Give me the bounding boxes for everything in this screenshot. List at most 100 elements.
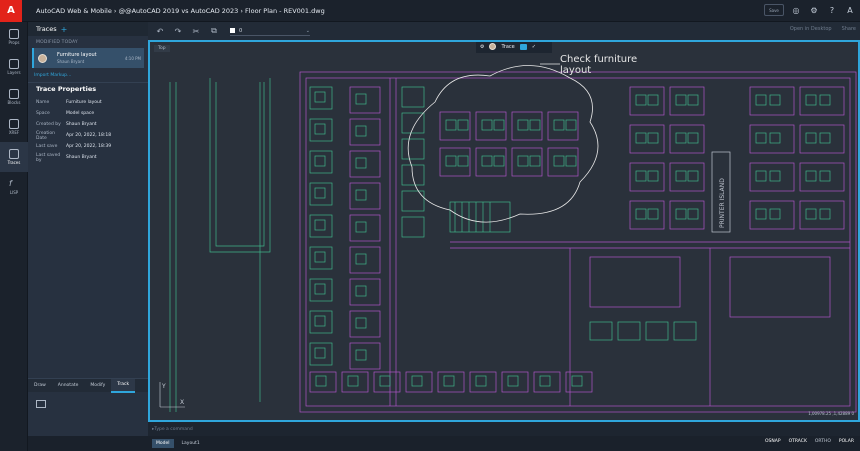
prop-value: Model space [66,111,95,116]
rail-item-props[interactable]: Props [0,22,28,52]
autocad-logo-icon[interactable]: A [0,0,22,22]
prop-row: Space Model space [28,108,148,119]
sync-icon[interactable]: ◎ [792,5,800,15]
open-in-desktop-button[interactable]: Open in Desktop [789,26,832,32]
desk [565,371,593,393]
desk [373,371,401,393]
trace-label: Trace [501,43,515,50]
desk [669,162,705,192]
desk [439,147,471,177]
track-tool-icon[interactable] [36,400,46,408]
panel-footer [28,436,148,451]
desk [675,132,687,144]
otrack-toggle[interactable]: OTRACK [788,439,807,444]
user-icon[interactable]: A [847,5,853,15]
annotation-text-line1: Check furniture [560,54,637,65]
desk [589,321,613,341]
desk [629,86,665,116]
trace-card[interactable]: Furniture layout Shaun Bryant 4:10 PM [32,48,144,68]
desk [805,132,817,144]
prop-value: Apr 20, 2022, 18:39 [66,144,112,149]
blocks-icon [9,89,19,99]
trace-properties-title: Trace Properties [28,82,148,97]
desk [755,94,767,106]
desk [349,86,381,114]
desk [799,124,845,154]
desk [647,170,659,182]
tab-modify[interactable]: Modify [90,383,106,388]
desk [349,342,381,370]
desk [309,214,333,238]
rail-label: Traces [7,160,21,165]
layer-select[interactable]: 0 ⌄ [230,26,310,36]
view-cube-top[interactable]: Top [154,45,170,52]
desk [355,285,367,297]
prop-key: Space [36,111,50,116]
desk [687,94,699,106]
rail-item-traces[interactable]: Traces [0,142,28,172]
comment-icon[interactable] [519,43,527,50]
desk [314,155,326,167]
desk [629,162,665,192]
tab-draw[interactable]: Draw [34,383,46,388]
desk [445,155,457,167]
desk [475,375,487,387]
rail-item-lisp[interactable]: f LISP [0,172,28,202]
osnap-toggle[interactable]: OSNAP [765,439,781,444]
desk [443,375,455,387]
status-bar: Model Layout1 OSNAP OTRACK ORTHO POLAR [148,436,860,451]
tab-track[interactable]: Track [111,378,136,393]
command-input[interactable]: Type a command [154,426,193,432]
desk [355,349,367,361]
command-line[interactable]: ▸ Type a command [148,422,860,436]
desk [635,170,647,182]
polar-toggle[interactable]: POLAR [838,439,854,444]
y-axis-label: Y [161,383,166,390]
desk [687,170,699,182]
rail-item-xref[interactable]: XREF [0,112,28,142]
share-button[interactable]: Share [841,26,856,32]
rail-item-blocks[interactable]: Blocks [0,82,28,112]
rail-item-layers[interactable]: Layers [0,52,28,82]
desk [629,200,665,230]
command-prompt-icon: ▸ [152,426,155,432]
rail-label: XREF [8,130,20,135]
desk [799,162,845,192]
stair-lines [449,201,511,233]
tab-layout1[interactable]: Layout1 [181,441,200,446]
desk [675,170,687,182]
traces-panel: Traces + MODIFIED TODAY Furniture layout… [28,22,148,451]
layer-name: 0 [239,27,243,34]
checkmark-icon[interactable]: ✓ [531,43,536,50]
redo-icon[interactable]: ↷ [174,26,182,36]
tab-model[interactable]: Model [152,439,174,448]
ortho-toggle[interactable]: ORTHO [814,439,831,444]
gear-icon[interactable]: ⚙ [810,5,818,15]
prop-value: Shaun Bryant [66,155,97,160]
desk [553,155,565,167]
import-markup-link[interactable]: Import Markup... [34,73,72,78]
avatar [38,53,47,63]
desk [309,86,333,110]
desk [805,170,817,182]
desk [819,132,831,144]
drawing-canvas[interactable]: Y X Check furniture layout PRINTER ISLAN… [148,40,860,422]
undo-icon[interactable]: ↶ [156,26,164,36]
save-button[interactable]: Save [764,4,784,16]
desk [355,221,367,233]
desk [501,371,529,393]
trim-icon[interactable]: ✂ [192,26,200,36]
desk [401,112,425,134]
add-trace-button[interactable]: + [60,24,68,34]
help-icon[interactable]: ? [829,5,835,15]
prop-key: Name [36,100,50,105]
trace-title: Furniture layout [57,52,97,58]
prop-key: Last save [36,144,58,149]
gear-icon[interactable]: ⚙ [480,43,485,50]
desk [314,315,326,327]
tab-annotate[interactable]: Annotate [57,383,79,388]
zoom-window-icon[interactable]: ⧉ [211,26,217,35]
rail-label: Layers [7,70,21,75]
desk [349,310,381,338]
